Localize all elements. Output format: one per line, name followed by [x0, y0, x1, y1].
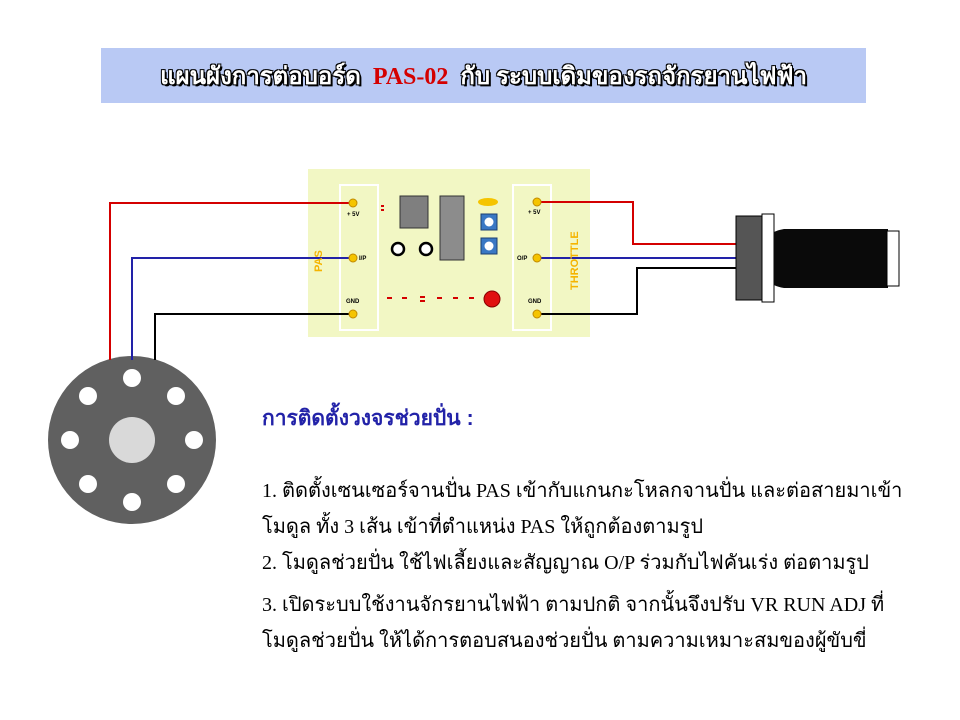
- throttle-grip: [774, 229, 888, 288]
- trimpot-knob: [484, 217, 494, 227]
- title-model: PAS-02: [372, 64, 449, 90]
- instruction-line: โมดูลช่วยปั่น ให้ได้การตอบสนองช่วยปั่น ต…: [262, 630, 867, 652]
- heading-colon: :: [466, 407, 474, 430]
- throttle-collar: [761, 213, 775, 303]
- capacitor-icon: [418, 241, 434, 257]
- title-pre: แผนผังการต่อบอร์ด: [160, 64, 361, 90]
- pin-label-ip: I/P: [359, 256, 366, 262]
- title-post: กับ ระบบเดิมของรถจักรยานไฟฟ้า: [460, 64, 807, 90]
- capacitor-icon: [390, 241, 406, 257]
- capacitor-icon: [478, 198, 498, 206]
- pin-label-left-5v: + 5V: [347, 212, 360, 218]
- page-title: แผนผังการต่อบอร์ด PAS-02 กับ ระบบเดิมของ…: [160, 56, 807, 95]
- pin-label-right-5v: + 5V: [528, 210, 541, 216]
- pas-gnd-wire: [154, 313, 353, 360]
- throttle-5v-wire: [537, 201, 740, 245]
- resistor-row: [381, 205, 474, 302]
- instructions-heading-text: การติดตั้งวงจรช่วยปั่น: [262, 406, 461, 430]
- instruction-line: 1. ติดตั้งเซนเซอร์จานปั่น PAS เข้ากับแกน…: [262, 480, 903, 502]
- instruction-line: โมดูล ทั้ง 3 เส้น เข้าที่ตำแหน่ง PAS ให้…: [262, 516, 704, 538]
- pin-label-left-gnd: GND: [346, 299, 360, 305]
- pin-pads: [348, 197, 542, 319]
- trimpot-knob: [484, 241, 494, 251]
- throttle-label: THROTTLE: [569, 231, 581, 290]
- pas-5v-wire: [109, 202, 353, 360]
- pas-signal-wire: [131, 257, 353, 360]
- throttle-housing: [735, 215, 765, 301]
- instruction-line: 2. โมดูลช่วยปั่น ใช้ไฟเลี้ยงและสัญญาณ O/…: [262, 552, 869, 574]
- instruction-line: 3. เปิดระบบใช้งานจักรยานไฟฟ้า ตามปกติ จา…: [262, 594, 885, 616]
- throttle-grip-end: [886, 230, 900, 287]
- pin-label-right-gnd: GND: [528, 299, 542, 305]
- throttle-gnd-wire: [537, 267, 740, 315]
- pas-magnet-holes: [61, 369, 203, 511]
- voltage-regulator-icon: [399, 195, 429, 229]
- ic-chip-icon: [439, 195, 465, 261]
- led-icon: [483, 290, 501, 308]
- pin-label-op: O/P: [517, 256, 527, 262]
- pas-label: PAS: [313, 250, 325, 272]
- instructions-heading: การติดตั้งวงจรช่วยปั่น:: [262, 402, 474, 435]
- title-bar: แผนผังการต่อบอร์ด PAS-02 กับ ระบบเดิมของ…: [101, 48, 866, 103]
- pas-disc-hub: [109, 417, 155, 463]
